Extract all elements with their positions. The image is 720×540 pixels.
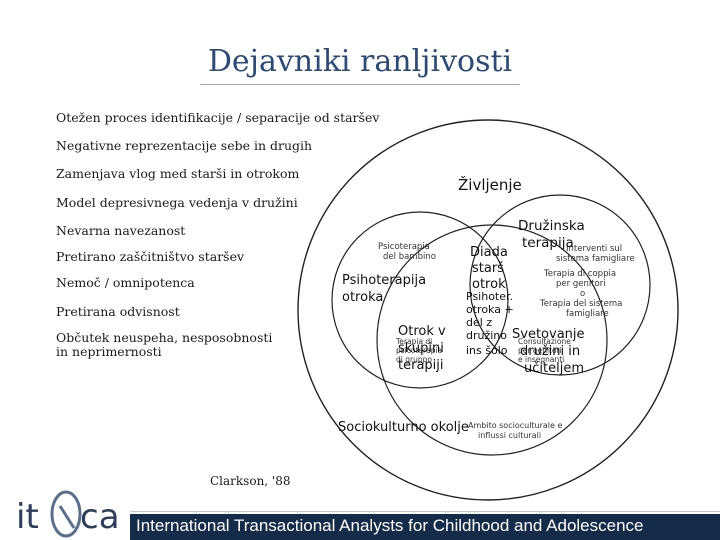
- italian-label: Terapia di: [395, 337, 432, 346]
- center-group-label: Otrok v: [398, 324, 446, 339]
- factor-item: Pretirano zaščitništvo staršev: [56, 249, 245, 264]
- factor-item: Model depresivnega vedenja v družini: [56, 195, 298, 210]
- left-circle-child-therapy: [331, 211, 509, 389]
- italian-label: Consultazione: [518, 337, 571, 346]
- logo-stroke: [58, 505, 76, 529]
- factor-item: Zamenjava vlog med starši in otrokom: [56, 166, 300, 181]
- bottom-circle-sociocultural: [376, 224, 608, 456]
- factor-item: Negativne reprezentacije sebe in drugih: [56, 138, 313, 153]
- outer-circle-life: [297, 119, 679, 501]
- italian-label: o: [580, 289, 585, 299]
- slide-title: Dejavniki ranljivosti: [207, 44, 513, 79]
- italian-label: influssi culturali: [478, 431, 541, 440]
- italian-label: Terapia del sistema: [539, 299, 622, 309]
- logo-swoosh: [50, 490, 82, 538]
- italian-label: Psicoterapia: [378, 242, 430, 252]
- italian-label: sistema famigliare: [556, 254, 635, 264]
- italian-label: di gruppo: [396, 355, 432, 364]
- italian-label: Ambito socioculturale e: [468, 421, 562, 430]
- center-group-label: skupini: [398, 341, 444, 356]
- citation: Clarkson, '88: [210, 474, 291, 488]
- center-dyad-label: starš: [472, 261, 504, 276]
- bottom-label: Sociokulturno okolje: [338, 420, 469, 435]
- factor-item: Otežen proces identifikacije / separacij…: [56, 110, 380, 125]
- center-counsel-label: Svetovanje: [512, 327, 585, 342]
- italian-label: e insegnanti: [518, 355, 564, 364]
- right-circle-family-therapy: [469, 194, 651, 376]
- center-school-label: ins šolo: [466, 344, 508, 357]
- factor-item: Občutek neuspeha, nesposobnosti: [56, 330, 273, 345]
- factor-item: Pretirana odvisnost: [56, 304, 180, 319]
- italian-label: del bambino: [383, 252, 436, 262]
- outer-label-life: Življenje: [458, 175, 522, 194]
- italian-label: Interventi sul: [566, 244, 622, 254]
- italian-label: Terapia di coppia: [543, 269, 616, 279]
- title-underline: [200, 84, 520, 85]
- footer-text: International Transactional Analysts for…: [136, 516, 644, 535]
- factor-item: Nemoč / omnipotenca: [56, 275, 195, 290]
- center-psy-label: otroka +: [466, 303, 514, 316]
- left-label: Psihoterapija: [342, 273, 426, 288]
- factor-item: in neprimernosti: [56, 344, 162, 359]
- center-dyad-label: Diada: [470, 245, 508, 260]
- center-psy-label: družino: [466, 329, 507, 342]
- left-label: otroka: [342, 290, 383, 305]
- footer-rule: [130, 511, 720, 512]
- logo-text-right: ca: [80, 497, 120, 537]
- itaca-logo: it ca: [16, 490, 120, 538]
- logo-text-left: it: [16, 497, 39, 537]
- center-dyad-label: otrok: [472, 277, 506, 292]
- factor-item: Nevarna navezanost: [56, 223, 186, 238]
- footer-bar: International Transactional Analysts for…: [130, 514, 720, 540]
- right-label: Družinska: [518, 218, 585, 234]
- center-psy-label: del z: [466, 316, 492, 329]
- center-counsel-label: učiteljem: [524, 361, 584, 376]
- center-counsel-label: družini in: [520, 344, 580, 359]
- italian-label: per genitori: [518, 346, 562, 355]
- italian-label: famigliare: [566, 309, 609, 319]
- italian-label: per genitori: [556, 279, 606, 289]
- italian-label: psicoterapia: [396, 346, 442, 355]
- center-group-label: terapiji: [398, 358, 444, 373]
- right-label: terapija: [522, 235, 574, 251]
- center-psy-label: Psihoter.: [466, 290, 513, 303]
